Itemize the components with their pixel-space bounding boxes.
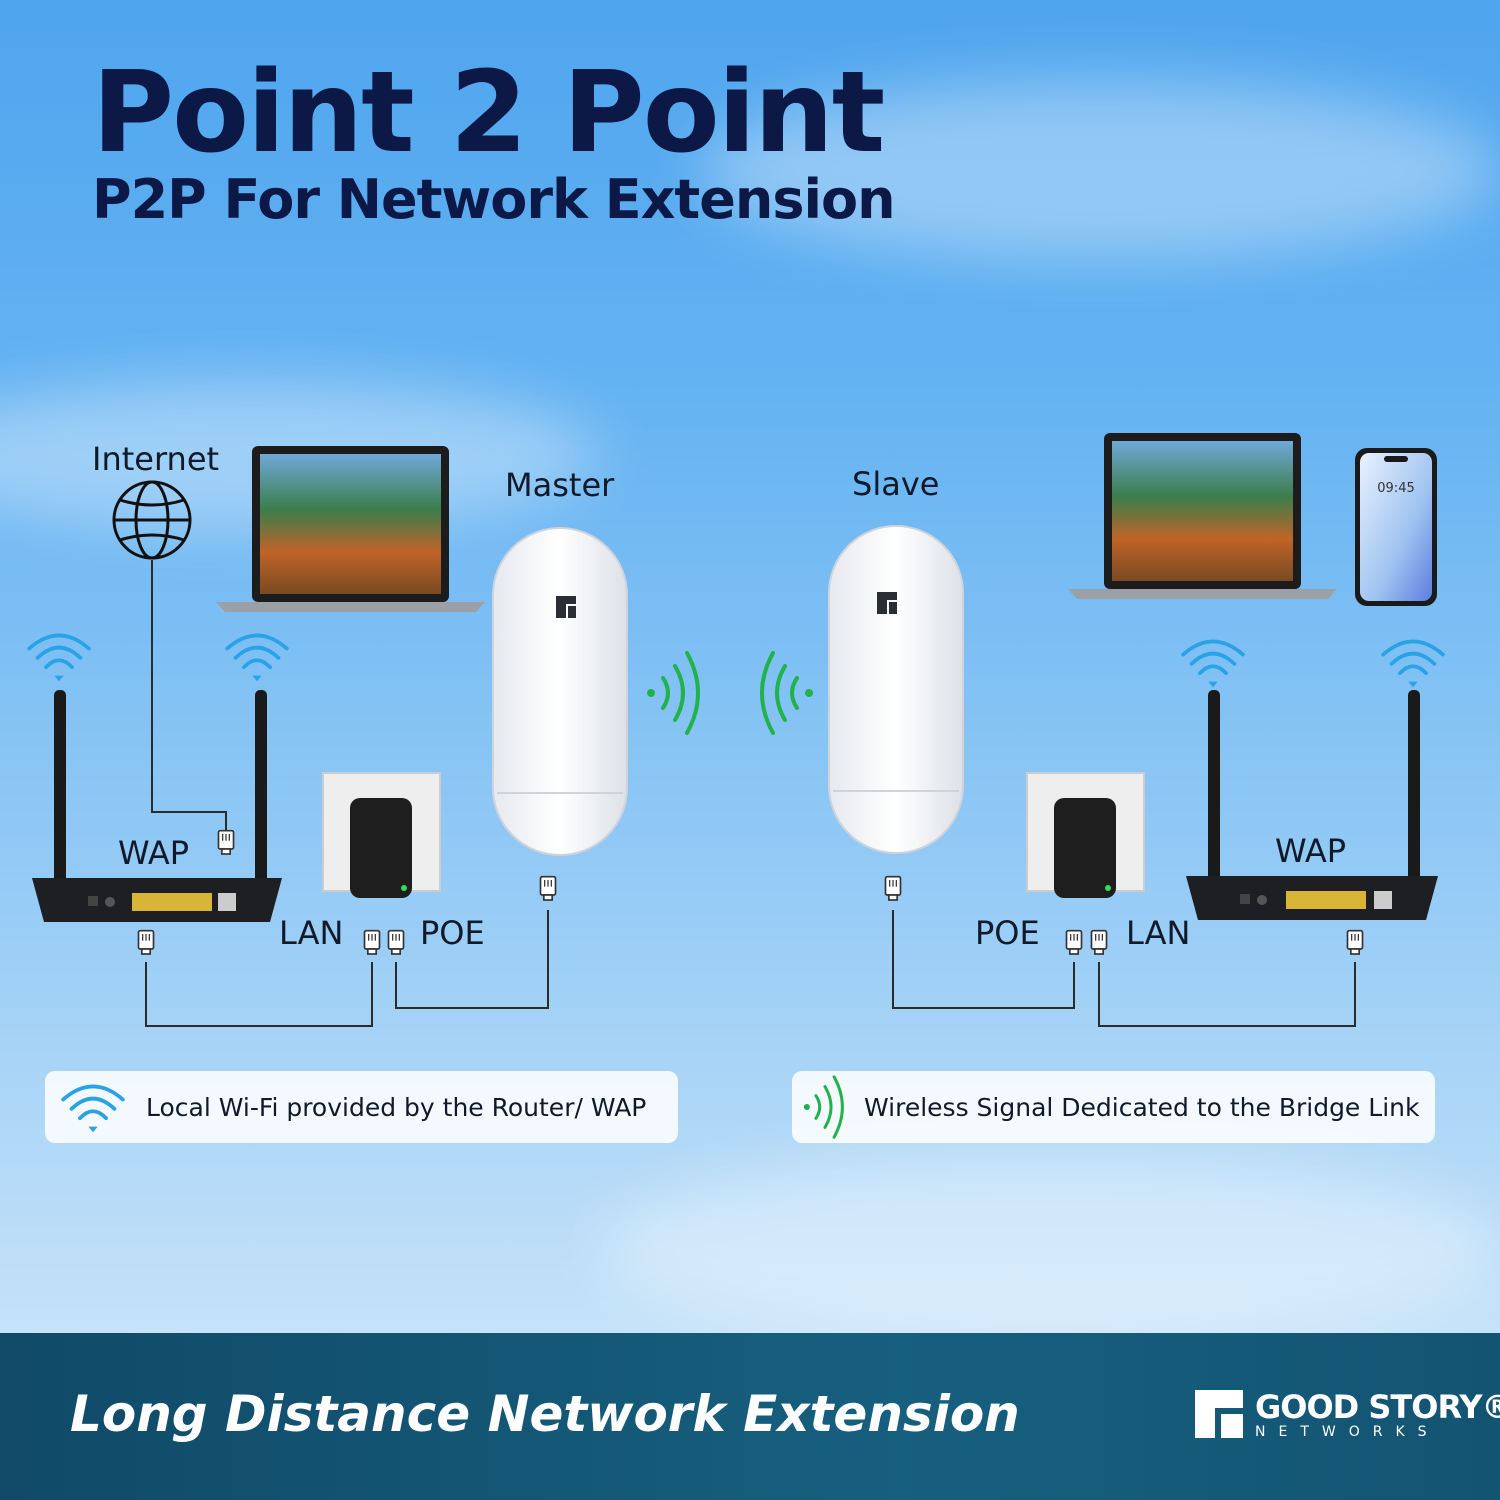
legend-bridge-text: Wireless Signal Dedicated to the Bridge … — [864, 1092, 1420, 1122]
bridge-signal-icon — [802, 1075, 844, 1139]
wifi-icon — [225, 633, 289, 684]
internet-label: Internet — [92, 440, 220, 478]
footer-tagline: Long Distance Network Extension — [70, 1385, 1020, 1443]
ethernet-cables — [145, 560, 1356, 1027]
page-subtitle: P2P For Network Extension — [92, 168, 896, 231]
wap-label-left: WAP — [118, 834, 190, 872]
router-left — [32, 690, 282, 922]
cloud — [700, 80, 1500, 260]
master-cpe — [492, 527, 628, 856]
master-label: Master — [505, 466, 615, 504]
brand-sub: NETWORKS — [1255, 1424, 1440, 1440]
ethernet-plug-icon — [387, 929, 405, 955]
brand-logo-icon — [1195, 1390, 1243, 1438]
ethernet-plug-icon — [363, 929, 381, 955]
lan-label-left: LAN — [279, 914, 344, 952]
bridge-signal-icon — [760, 651, 815, 735]
ethernet-plug-icon — [1065, 929, 1083, 955]
cloud — [600, 1150, 1500, 1350]
legend-bridge: Wireless Signal Dedicated to the Bridge … — [792, 1071, 1435, 1143]
wifi-icon — [1381, 639, 1445, 690]
ethernet-plug-icon — [1346, 929, 1364, 955]
ethernet-plug-icon — [217, 829, 235, 855]
smartphone — [1355, 448, 1437, 606]
footer-banner: Long Distance Network Extension GOOD STO… — [0, 1333, 1500, 1500]
legend-wifi-text: Local Wi-Fi provided by the Router/ WAP — [146, 1092, 647, 1122]
bridge-signal-icon — [645, 651, 700, 735]
poe-label-right: POE — [975, 914, 1040, 952]
legend-wifi: Local Wi-Fi provided by the Router/ WAP — [45, 1071, 678, 1143]
phone-time: 09:45 — [1377, 481, 1414, 496]
network-diagram: 09:45 — [27, 433, 1445, 1027]
slave-cpe — [828, 525, 964, 854]
poe-injector-left — [322, 772, 441, 898]
globe-icon — [112, 480, 192, 560]
ethernet-plug-icon — [1090, 929, 1108, 955]
slave-label: Slave — [852, 465, 940, 503]
laptop-right — [1068, 433, 1337, 599]
poe-injector-right — [1026, 772, 1145, 898]
laptop-left — [216, 446, 485, 612]
poe-label-left: POE — [420, 914, 485, 952]
ethernet-plug-icon — [137, 929, 155, 955]
lan-label-right: LAN — [1126, 914, 1191, 952]
wifi-icon — [27, 633, 91, 684]
brand-name: GOOD STORY® — [1255, 1388, 1500, 1426]
router-right — [1186, 690, 1438, 920]
ethernet-plug-icon — [539, 875, 557, 901]
ethernet-plug-icon — [884, 875, 902, 901]
wifi-icon — [61, 1084, 125, 1135]
wap-label-right: WAP — [1275, 832, 1347, 870]
wifi-icon — [1181, 639, 1245, 690]
page-title: Point 2 Point — [92, 48, 885, 178]
